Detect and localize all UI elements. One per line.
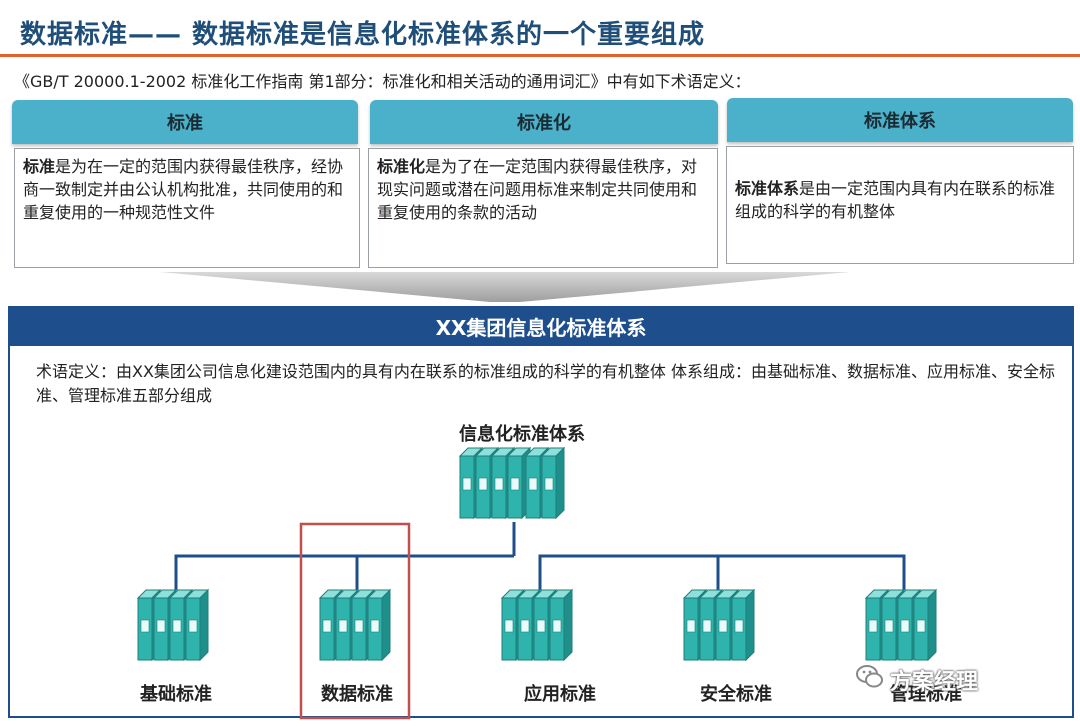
card-term: 标准 [23, 157, 56, 176]
title-divider [0, 54, 1080, 57]
root-binder-stack-icon [460, 447, 565, 519]
tree-root-text: 信息化标准体系 [459, 424, 585, 445]
system-description: 术语定义：由XX集团公司信息化建设范围内的具有内在联系的标准组成的科学的有机整体… [36, 362, 1056, 405]
card-term: 标准化 [377, 157, 426, 176]
tree-node-application-standard: 应用标准 [524, 684, 596, 705]
binder-stack-icon [866, 590, 936, 660]
card-body-standard-system: 标准体系是由一定范围内具有内在联系的标准组成的科学的有机整体 [726, 146, 1074, 264]
card-body-standardization: 标准化是为了在一定范围内获得最佳秩序，对现实问题或潜在问题用标准来制定共同使用和… [368, 148, 718, 268]
card-heading-standard: 标准 [12, 100, 358, 144]
watermark-text: 方案经理 [890, 670, 979, 695]
tree-node-security-standard: 安全标准 [700, 684, 772, 705]
funnel-arrow [160, 272, 850, 302]
system-heading: XX集团信息化标准体系 [8, 306, 1074, 346]
binder-stack-icon [320, 590, 390, 660]
card-heading-standard-system: 标准体系 [727, 98, 1073, 142]
card-definition: 是由一定范围内具有内在联系的标准组成的科学的有机整体 [735, 179, 1056, 221]
page-title: 数据标准—— 数据标准是信息化标准体系的一个重要组成 [20, 20, 706, 50]
tree-node-basic-standard: 基础标准 [140, 684, 212, 705]
tree-node-data-standard: 数据标准 [321, 684, 393, 705]
binder-stack-icon [138, 590, 208, 660]
tree-root-label: 信息化标准体系 [0, 420, 1080, 446]
tree-node-management-standard: 管理标准 [890, 684, 962, 705]
card-term: 标准体系 [735, 179, 800, 198]
binder-stack-icon [502, 590, 572, 660]
wechat-icon [856, 665, 883, 688]
card-heading-standardization: 标准化 [370, 100, 718, 144]
card-definition: 是为了在一定范围内获得最佳秩序，对现实问题或潜在问题用标准来制定共同使用和重复使… [377, 157, 698, 222]
intro-text: 《GB/T 20000.1-2002 标准化工作指南 第1部分：标准化和相关活动… [14, 72, 751, 91]
highlight-box [299, 522, 411, 720]
card-body-standard: 标准是为在一定的范围内获得最佳秩序，经协商一致制定并由公认机构批准，共同使用的和… [14, 148, 360, 268]
card-definition: 是为在一定的范围内获得最佳秩序，经协商一致制定并由公认机构批准，共同使用的和重复… [23, 157, 344, 222]
tree-connectors [174, 522, 906, 590]
binder-stack-icon [684, 590, 754, 660]
